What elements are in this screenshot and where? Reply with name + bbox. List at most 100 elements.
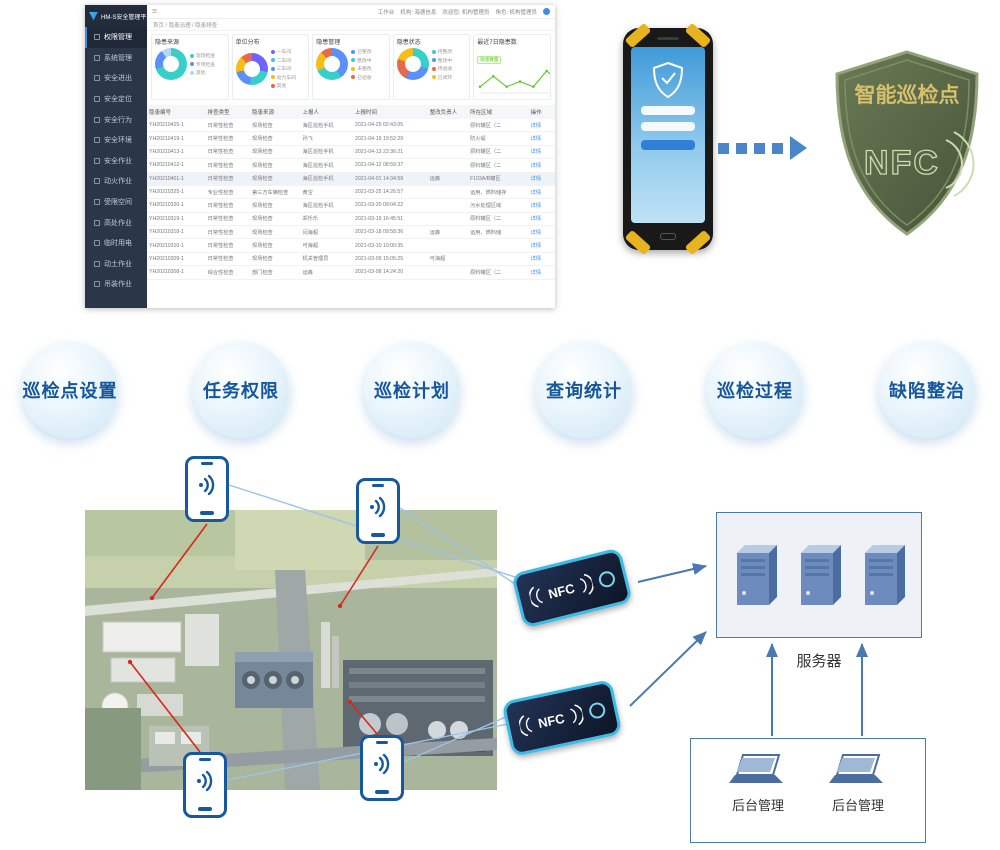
panel-danger-status: 隐患状态 待整改整改中待验收已闭环 xyxy=(392,34,471,100)
detail-link[interactable]: 详情 xyxy=(530,176,542,183)
nfc-device-label: NFC xyxy=(537,711,567,731)
panel-trend: 最近7日隐患数 隐患数量 04/2104/2304/25 xyxy=(473,34,551,100)
username-field xyxy=(641,106,695,115)
sidebar-item-icon xyxy=(94,281,100,288)
detail-link[interactable]: 详情 xyxy=(530,269,542,276)
panel-title: 单位分布 xyxy=(235,40,260,46)
column-header: 隐患编号 xyxy=(147,105,206,119)
inspection-phone-icon xyxy=(356,478,400,544)
arrow-head-icon xyxy=(790,136,807,160)
shield-logo-icon xyxy=(652,61,684,99)
sidebar-item-icon xyxy=(94,157,100,164)
legend-item: 三车间 xyxy=(270,65,296,72)
phone-speaker xyxy=(657,37,679,40)
process-circle-query-statistics: 查询统计 xyxy=(536,342,632,438)
topbar: ☰ 工作台 机构: 海德信息 欢迎您: 机构管理员 角色: 机构管理员 xyxy=(147,5,555,19)
login-button xyxy=(641,140,695,150)
detail-link[interactable]: 详情 xyxy=(530,243,542,250)
nfc-badge: 智能巡检点 NFC xyxy=(828,46,986,247)
sidebar-item-icon xyxy=(94,199,100,206)
legend-item: 待验收 xyxy=(431,65,452,72)
breadcrumb[interactable]: 首页 / 隐患治理 / 隐患排查 xyxy=(147,19,555,31)
sidebar-item[interactable]: 安全进出 xyxy=(85,68,147,89)
donut-chart xyxy=(155,48,187,80)
column-header: 操作 xyxy=(528,105,555,119)
badge-nfc-logo: NFC xyxy=(864,144,940,182)
menu-icon[interactable]: ☰ xyxy=(152,8,157,15)
sidebar-item[interactable]: 吊装作业 xyxy=(85,274,147,295)
detail-link[interactable]: 详情 xyxy=(530,149,542,156)
panel-unit-distribution: 单位分布 一车间二车间三车间动力车间其他 xyxy=(231,34,310,100)
sidebar: HM-S安全管理平台 权限管理系统管理安全进出安全定位安全行为安全环境安全作业动… xyxy=(85,5,147,308)
detail-link[interactable]: 详情 xyxy=(530,122,542,129)
device-home-button xyxy=(587,701,607,721)
dotted-arrow xyxy=(718,136,807,160)
topbar-workbench[interactable]: 工作台 xyxy=(377,9,395,16)
sidebar-item[interactable]: 权限管理 xyxy=(85,27,147,48)
laptop-icon xyxy=(729,754,783,783)
trend-legend-chip: 隐患数量 xyxy=(477,56,502,64)
sidebar-item[interactable]: 临时用电 xyxy=(85,233,147,254)
inspection-phone-icon xyxy=(183,752,227,818)
legend-item: 已验收 xyxy=(351,74,372,81)
process-circle-task-permission: 任务权限 xyxy=(193,342,289,438)
sidebar-item[interactable]: 受限空间 xyxy=(85,192,147,213)
admin-label: 后台管理 xyxy=(831,798,884,813)
danger-table: 隐患编号排查类型隐患来源上报人上报时间整改负责人所在区域操作 YH2021042… xyxy=(147,105,555,308)
header-row: 隐患编号排查类型隐患来源上报人上报时间整改负责人所在区域操作 xyxy=(147,105,555,119)
legend-item: 待整改 xyxy=(431,48,452,55)
sidebar-item-icon xyxy=(94,116,100,123)
sidebar-item-icon xyxy=(94,240,100,247)
sidebar-item[interactable]: 安全作业 xyxy=(85,151,147,172)
detail-link[interactable]: 详情 xyxy=(530,256,542,263)
legend-item: 整改中 xyxy=(351,57,372,64)
handheld-phone-illustration xyxy=(623,22,713,256)
panel-title: 隐患来源 xyxy=(155,40,180,46)
topbar-welcome: 欢迎您: 机构管理员 xyxy=(442,9,490,16)
detail-link[interactable]: 详情 xyxy=(530,189,542,196)
sidebar-item-icon xyxy=(94,96,100,103)
avatar[interactable] xyxy=(543,8,550,15)
detail-link[interactable]: 详情 xyxy=(530,202,542,209)
server-cluster-box xyxy=(716,512,922,638)
dashboard-screenshot: HM-S安全管理平台 权限管理系统管理安全进出安全定位安全行为安全环境安全作业动… xyxy=(85,5,555,308)
sidebar-item[interactable]: 安全环境 xyxy=(85,130,147,151)
legend-item: 未整改 xyxy=(351,65,372,72)
detail-link[interactable]: 详情 xyxy=(530,162,542,169)
detail-link[interactable]: 详情 xyxy=(530,136,542,143)
table-head: 隐患编号排查类型隐患来源上报人上报时间整改负责人所在区域操作 xyxy=(147,105,555,119)
phone-home-button xyxy=(660,233,676,240)
sidebar-item-icon xyxy=(94,54,100,61)
sidebar-item[interactable]: 安全定位 xyxy=(85,89,147,110)
panel-title: 隐患状态 xyxy=(396,40,421,46)
brand: HM-S安全管理平台 xyxy=(85,5,147,27)
sidebar-item[interactable]: 动火作业 xyxy=(85,171,147,192)
detail-link[interactable]: 详情 xyxy=(530,229,542,236)
server-icon xyxy=(801,545,841,605)
process-circle-defect-remediation: 缺陷整治 xyxy=(879,342,975,438)
nfc-signal-icon xyxy=(374,753,390,775)
sidebar-item-icon xyxy=(94,178,100,185)
sidebar-item[interactable]: 动土作业 xyxy=(85,254,147,275)
sidebar-item-icon xyxy=(94,260,100,267)
topbar-role: 角色: 机构管理员 xyxy=(495,9,537,16)
nfc-reader-device: NFC xyxy=(510,547,634,629)
sidebar-item[interactable]: 系统管理 xyxy=(85,48,147,69)
panel-title: 最近7日隐患数 xyxy=(477,40,517,46)
device-home-button xyxy=(597,569,617,589)
legend-item: 其他 xyxy=(190,69,215,76)
laptop-icon xyxy=(829,754,883,783)
legend-item: 整改中 xyxy=(431,57,452,64)
admin-workstation: 后台管理 xyxy=(829,753,887,814)
detail-link[interactable]: 详情 xyxy=(530,216,542,223)
sidebar-item[interactable]: 高处作业 xyxy=(85,212,147,233)
sidebar-item[interactable]: 安全行为 xyxy=(85,109,147,130)
panel-danger-management: 隐患管理 已整改整改中未整改已验收 xyxy=(312,34,390,100)
nfc-signal-icon xyxy=(197,770,213,792)
